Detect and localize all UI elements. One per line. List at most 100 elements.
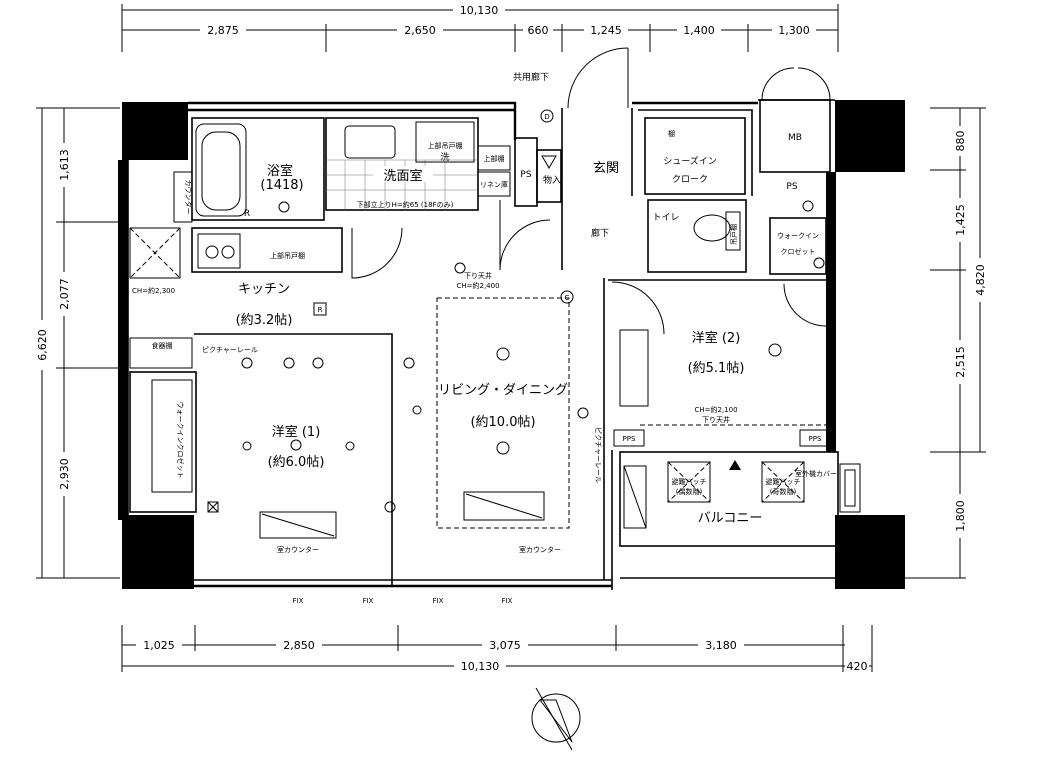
toilet-label: トイレ <box>652 213 679 223</box>
upper-cabinet-label: 上部棚 <box>484 154 505 163</box>
windows: FIX FIX FIX FIX <box>293 597 513 605</box>
storage-label: 物入 <box>543 174 561 186</box>
dim-top-seg3: 660 <box>528 24 549 37</box>
mb-closet: MB PS <box>759 67 831 192</box>
outer-walls <box>127 99 835 590</box>
balcony: 避難ハッチ (偶数階) 避難ハッチ (奇数階) 室外機カバー バルコニー <box>619 451 861 547</box>
bedroom-1: ピクチャーレール 洋室 (1) (約6.0帖) 室カウンター <box>194 333 393 586</box>
dim-top-seg4: 1,245 <box>590 24 622 37</box>
dim-right-total: 4,820 <box>974 264 987 296</box>
washroom-note: 下部立上りH=約65 (18Fのみ) <box>357 200 454 209</box>
dim-top-seg1: 2,875 <box>207 24 239 37</box>
down-ceiling-label: 下り天井 <box>464 271 492 280</box>
ch-living-label: CH=約2,400 <box>456 281 499 290</box>
corridor-label: 共用廊下 <box>513 71 549 83</box>
kitchen-size-label: (約3.2帖) <box>236 313 293 328</box>
hall-toilet: 廊下 トイレ 吊戸棚 ウォークイン クロゼット <box>591 199 827 275</box>
walkin-left-label: ウォークインクロゼット <box>176 402 185 479</box>
fix-label-3: FIX <box>433 597 444 605</box>
compass-icon <box>531 687 581 751</box>
kitchen-upper-label: 上部吊戸棚 <box>270 251 305 260</box>
bath-counter-label: カウンター <box>184 180 193 215</box>
left-dimensions: 6,620 1,613 2,077 2,930 <box>36 107 120 579</box>
dim-bottom-total: 10,130 <box>461 660 500 673</box>
living-size-label: (約10.0帖) <box>470 415 535 430</box>
mb-label: MB <box>788 133 802 143</box>
hall-label: 廊下 <box>591 227 609 239</box>
dim-top-seg6: 1,300 <box>778 24 810 37</box>
bedroom2-size-label: (約5.1帖) <box>688 361 745 376</box>
fix-label-1: FIX <box>293 597 304 605</box>
shoe-shelf-label: 棚 <box>668 129 675 138</box>
hatch1-label: 避難ハッチ <box>672 477 707 486</box>
dim-left-seg1: 1,613 <box>58 149 71 181</box>
dim-bottom-seg3: 3,075 <box>489 639 521 652</box>
walkin-closet-label-1: ウォークイン <box>777 232 819 240</box>
shoe-cloak-label-2: クローク <box>672 174 708 185</box>
ch-bedroom2-label: CH=約2,100 <box>694 405 737 414</box>
linen-label: リネン庫 <box>480 180 508 189</box>
dim-top-seg2: 2,650 <box>404 24 436 37</box>
pps1-label: PPS <box>623 435 636 443</box>
fix-label-2: FIX <box>363 597 374 605</box>
living-dining: リビング・ダイニング (約10.0帖) 室カウンター ピクチャーレール C <box>436 200 605 580</box>
ps-label-2: PS <box>786 182 797 192</box>
ch-kitchen-label: CH=約2,300 <box>132 286 175 295</box>
ceiling-lights <box>241 200 825 513</box>
entrance-door: 玄関 <box>561 47 633 270</box>
bottom-dimensions: 1,025 2,850 3,075 3,180 10,130 420 <box>121 625 873 673</box>
right-dimensions: 880 1,425 2,515 1,800 4,820 <box>900 107 987 579</box>
dim-left-total: 6,620 <box>36 329 49 361</box>
dim-bottom-seg1: 1,025 <box>143 639 175 652</box>
shelf-left-label: 食器棚 <box>152 341 173 350</box>
dim-bottom-seg2: 2,850 <box>283 639 315 652</box>
dim-top-total: 10,130 <box>460 4 499 17</box>
bedroom1-size-label: (約6.0帖) <box>268 455 325 470</box>
pps2-label: PPS <box>809 435 822 443</box>
hatch1-note: (偶数階) <box>676 487 703 496</box>
dim-right-seg2: 1,425 <box>954 204 967 236</box>
top-dimensions: 10,130 2,875 2,650 660 1,245 1,400 1,300 <box>121 4 839 52</box>
dim-right-seg3: 2,515 <box>954 346 967 378</box>
wash-shelf-label: 上部吊戸棚 <box>428 141 463 150</box>
toilet-cab-label: 吊戸棚 <box>729 224 738 245</box>
entrance-label: 玄関 <box>593 161 619 176</box>
counter-right-label: 室カウンター <box>519 545 561 554</box>
bath-size-label: (1418) <box>260 178 303 193</box>
bath-label: 浴室 <box>267 163 293 179</box>
ac-cover-label: 室外機カバー <box>795 469 837 478</box>
dim-bottom-seg4: 3,180 <box>705 639 737 652</box>
dim-left-seg3: 2,930 <box>58 458 71 490</box>
washroom-label: 洗面室 <box>383 168 422 184</box>
fix-label-4: FIX <box>502 597 513 605</box>
down-ceiling2-label: 下り天井 <box>702 415 730 424</box>
shoe-cloak: 棚 シューズイン クローク <box>644 117 746 195</box>
kitchen-ref-r: R <box>318 306 323 314</box>
dim-right-seg4: 1,800 <box>954 500 967 532</box>
picture-rail-label: ピクチャーレール <box>202 346 258 354</box>
picture-rail-label-2: ピクチャーレール <box>594 427 602 483</box>
hatch2-label: 避難ハッチ <box>766 477 801 486</box>
living-label: リビング・ダイニング <box>438 383 568 398</box>
dim-left-seg2: 2,077 <box>58 278 71 310</box>
bath-ref-r: R <box>244 209 250 219</box>
ref-c: C <box>565 294 570 302</box>
washroom: 上部吊戸棚 洗 洗面室 下部立上りH=約65 (18Fのみ) 上部棚 リネン庫 … <box>325 109 562 211</box>
ref-d: D <box>544 113 549 121</box>
ps-label-1: PS <box>520 170 531 180</box>
dim-top-seg5: 1,400 <box>683 24 715 37</box>
balcony-label: バルコニー <box>698 511 763 526</box>
bathroom: カウンター 浴室 (1418) R <box>173 117 325 223</box>
dim-right-seg1: 880 <box>954 131 967 152</box>
hatch2-note: (奇数階) <box>770 487 797 496</box>
dim-bottom-extra: 420 <box>847 660 868 673</box>
bedroom-2: 洋室 (2) (約5.1帖) CH=約2,100 下り天井 PPS PPS <box>608 279 831 470</box>
shoe-cloak-label-1: シューズイン <box>663 155 717 167</box>
left-closets: 食器棚 ウォークインクロゼット <box>129 337 197 513</box>
bedroom2-label: 洋室 (2) <box>692 330 741 346</box>
structural-walls <box>118 100 905 589</box>
walkin-closet-label-2: クロゼット <box>781 247 816 256</box>
counter-left-label: 室カウンター <box>277 545 319 554</box>
